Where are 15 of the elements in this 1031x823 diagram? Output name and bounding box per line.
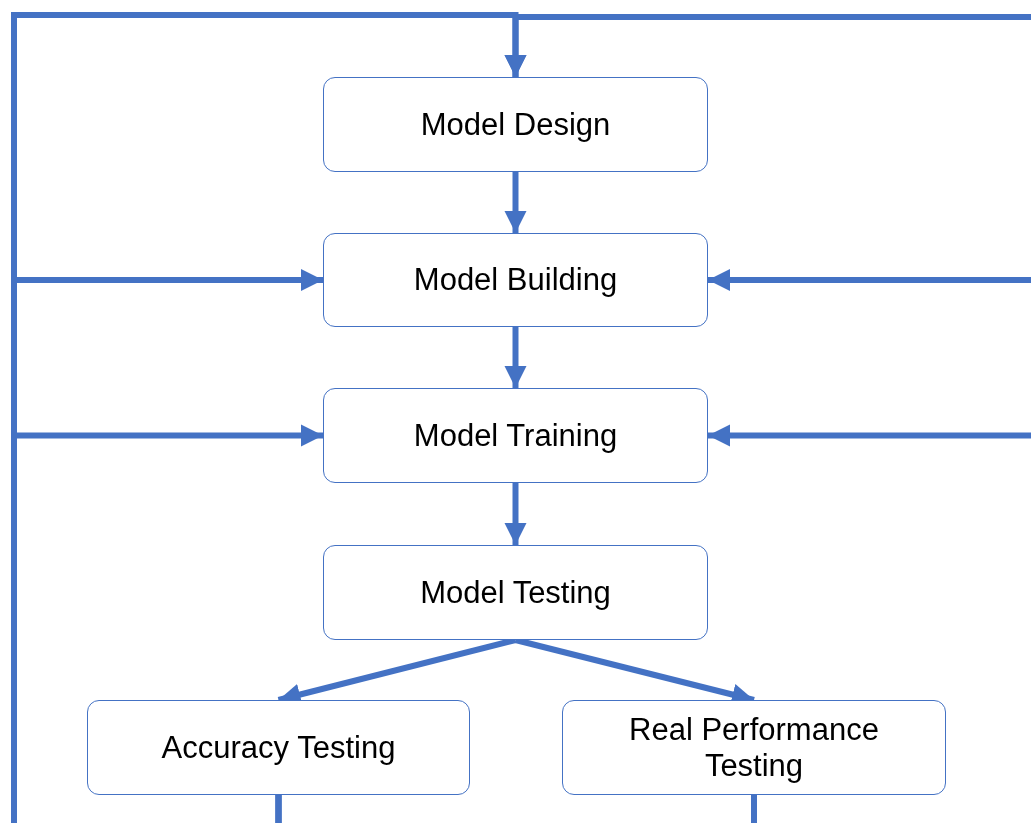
box-label: Model Design [420,106,611,143]
process-box [562,700,946,795]
process-box [323,545,708,640]
arrow [504,483,527,545]
box-label: Accuracy Testing [161,729,396,766]
arrow [504,172,527,233]
process-box [87,700,470,795]
process-box [323,233,708,327]
process-box [323,388,708,483]
box-label: Model Training [413,417,618,454]
process-box [323,77,708,172]
box-label: Real Performance Testing [628,711,880,784]
box-label: Model Testing [420,574,611,611]
arrow [504,327,527,388]
box-label: Model Building [413,262,618,298]
